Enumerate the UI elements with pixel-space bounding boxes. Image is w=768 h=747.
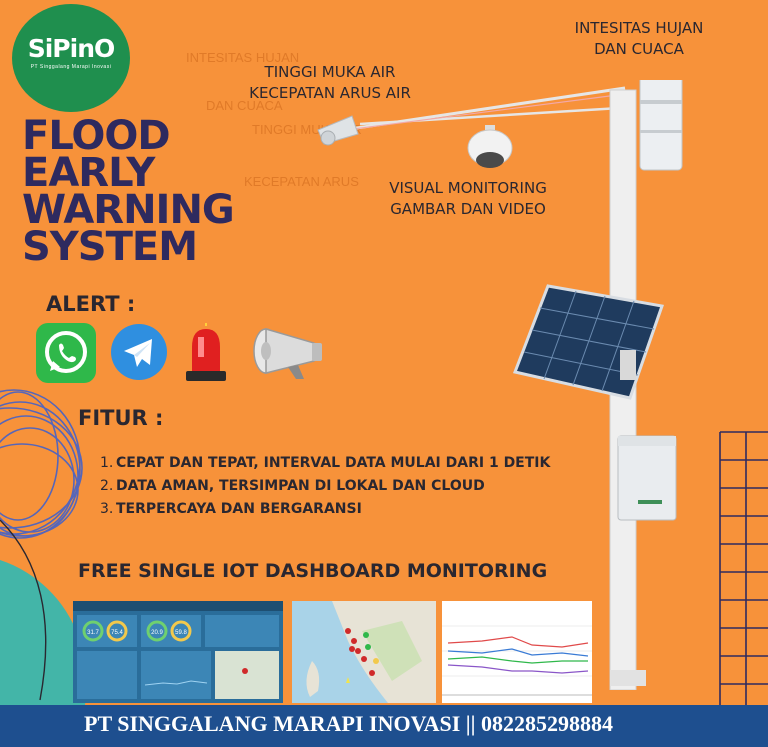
telegram-icon (111, 324, 167, 380)
grid-pattern (719, 431, 768, 705)
gauge-value: 20.9 (151, 630, 163, 636)
visual-label-line: GAMBAR DAN VIDEO (390, 200, 546, 218)
title-line: SYSTEM (22, 224, 198, 270)
title-line: WARNING (22, 187, 235, 233)
rain-label-line: DAN CUACA (594, 40, 684, 58)
footer-contact: PT SINGGALANG MARAPI INOVASI || 08228529… (84, 711, 613, 736)
water-label-line: KECEPATAN ARUS AIR (249, 84, 411, 102)
whatsapp-icon (36, 323, 96, 383)
dashboard-screenshot: 31.7 75.4 20.9 59.8 (73, 601, 283, 703)
svg-text:INTESITAS HUJAN: INTESITAS HUJAN (186, 50, 299, 65)
water-sensor (317, 115, 359, 146)
visual-label-line: VISUAL MONITORING (389, 179, 547, 197)
feature-number: 1. (100, 455, 114, 471)
camera-dome (467, 125, 513, 168)
rain-label-line: INTESITAS HUJAN (574, 19, 704, 37)
alert-label: ALERT : (46, 292, 136, 316)
water-label-line: TINGGI MUKA AIR (264, 63, 396, 81)
feature-item: 1.CEPAT DAN TEPAT, INTERVAL DATA MULAI D… (100, 452, 600, 475)
solar-panel (512, 284, 664, 400)
feature-number: 3. (100, 501, 114, 517)
dark-curve (0, 519, 47, 701)
svg-text:KECEPATAN ARUS: KECEPATAN ARUS (244, 174, 359, 189)
teal-corner-shape (0, 560, 87, 747)
siren-icon (186, 323, 226, 381)
trend-chart-screenshot (442, 601, 592, 703)
svg-text:DAN CUACA: DAN CUACA (206, 98, 283, 113)
feature-number: 2. (100, 478, 114, 494)
visual-label: VISUAL MONITORING GAMBAR DAN VIDEO (370, 178, 566, 220)
gauge-value: 75.4 (111, 630, 123, 636)
rain-label: INTESITAS HUJAN DAN CUACA (556, 18, 722, 60)
title-line: FLOOD (22, 113, 171, 159)
title-line: EARLY (22, 150, 155, 196)
feature-list: 1.CEPAT DAN TEPAT, INTERVAL DATA MULAI D… (100, 452, 600, 521)
scribble-circles (0, 389, 83, 539)
feature-item: 3.TERPERCAYA DAN BERGARANSI (100, 498, 600, 521)
feature-text: CEPAT DAN TEPAT, INTERVAL DATA MULAI DAR… (116, 455, 551, 471)
fitur-heading: FITUR : (78, 406, 164, 430)
gauge-value: 59.8 (175, 630, 187, 636)
map-screenshot (292, 601, 436, 703)
dashboard-heading: FREE SINGLE IOT DASHBOARD MONITORING (78, 560, 548, 582)
weather-station-illustration (317, 80, 683, 690)
gauge-value: 31.7 (87, 630, 99, 636)
loudspeaker-icon (253, 328, 322, 379)
main-title: FLOOD EARLY WARNING SYSTEM (22, 113, 282, 270)
logo-tagline: PT Singgalang Marapi Inovasi (30, 64, 112, 70)
water-label: TINGGI MUKA AIR KECEPATAN ARUS AIR (232, 62, 428, 104)
feature-item: 2.DATA AMAN, TERSIMPAN DI LOKAL DAN CLOU… (100, 475, 600, 498)
logger-box (617, 435, 677, 521)
feature-text: TERPERCAYA DAN BERGARANSI (116, 501, 362, 517)
feature-text: DATA AMAN, TERSIMPAN DI LOKAL DAN CLOUD (116, 478, 485, 494)
footer-bar (0, 705, 768, 747)
company-logo: SiPinO PT Singgalang Marapi Inovasi (12, 4, 130, 112)
logo-brand: SiPinO (27, 34, 116, 63)
